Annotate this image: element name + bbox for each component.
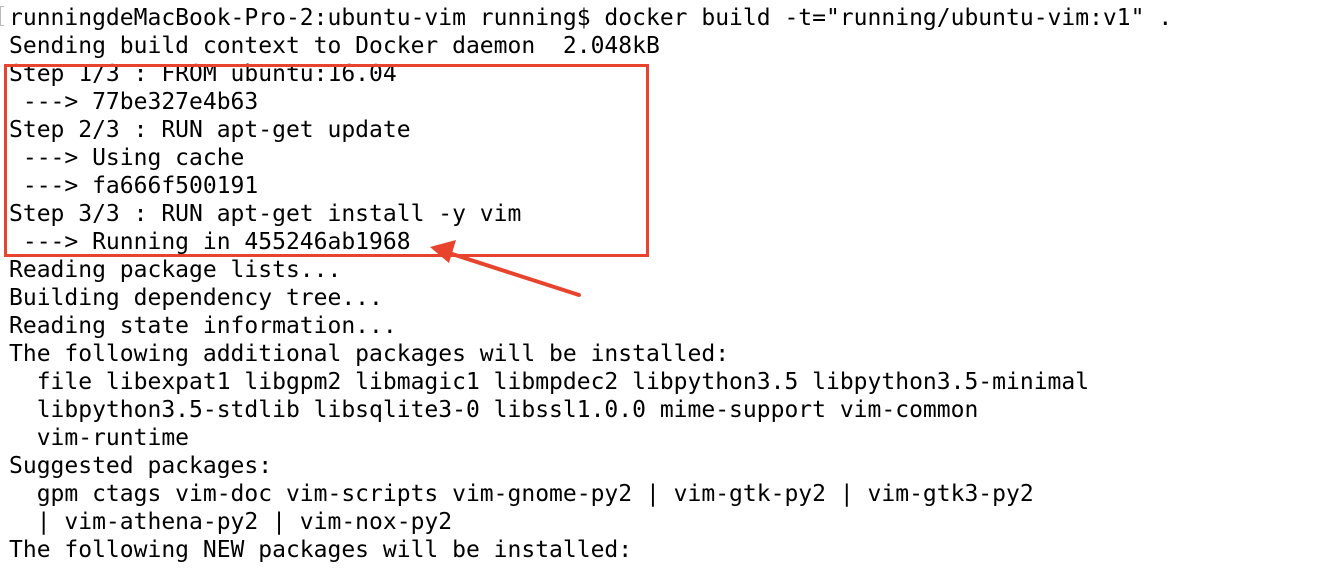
terminal-output-line: Suggested packages:	[9, 453, 273, 479]
terminal-output-line: ---> 77be327e4b63	[9, 89, 259, 115]
terminal-output-line: Building dependency tree...	[9, 285, 383, 311]
terminal-output-line: libpython3.5-stdlib libsqlite3-0 libssl1…	[9, 397, 979, 423]
terminal-output-line: ---> Using cache	[9, 145, 245, 171]
terminal-output-line: The following additional packages will b…	[9, 341, 730, 367]
terminal-output-line: ---> fa666f500191	[9, 173, 259, 199]
terminal-output-line: Sending build context to Docker daemon 2…	[9, 33, 660, 59]
line-marker-icon	[0, 6, 4, 26]
terminal-output-line: vim-runtime	[9, 425, 190, 451]
terminal-command-line: runningdeMacBook-Pro-2:ubuntu-vim runnin…	[9, 5, 1173, 31]
terminal-output-line: file libexpat1 libgpm2 libmagic1 libmpde…	[9, 369, 1090, 395]
terminal-output-line: Step 3/3 : RUN apt-get install -y vim	[9, 201, 522, 227]
terminal-output-line: Reading package lists...	[9, 257, 342, 283]
terminal-output-line: ---> Running in 455246ab1968	[9, 229, 411, 255]
terminal-output-line: Reading state information...	[9, 313, 397, 339]
terminal-output-line: gpm ctags vim-doc vim-scripts vim-gnome-…	[9, 481, 1034, 507]
terminal-output-line: The following NEW packages will be insta…	[9, 537, 633, 563]
terminal-output-line: | vim-athena-py2 | vim-nox-py2	[9, 509, 453, 535]
terminal-output-line: Step 2/3 : RUN apt-get update	[9, 117, 411, 143]
highlight-box	[4, 64, 649, 257]
